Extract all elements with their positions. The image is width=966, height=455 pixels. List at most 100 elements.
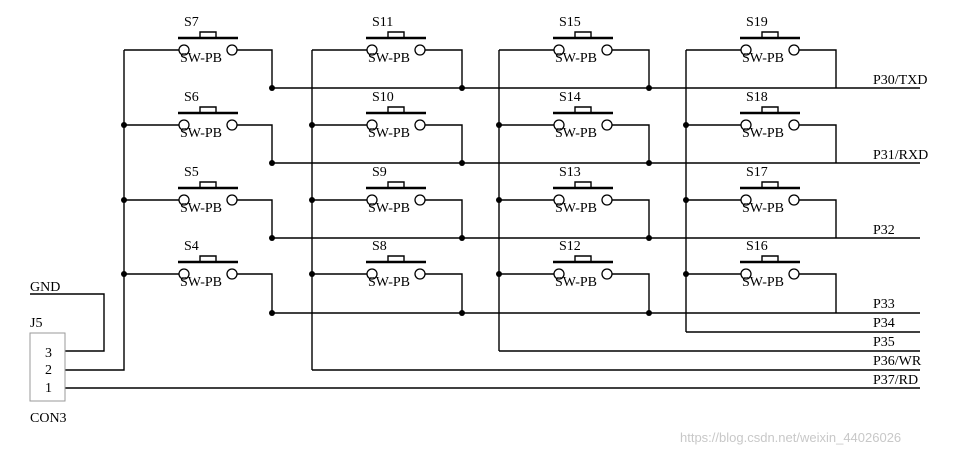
junction-col-s4 xyxy=(121,271,127,277)
switch-contact-right xyxy=(601,268,613,280)
switch-contact-left xyxy=(740,268,752,280)
junction-col-s5 xyxy=(121,197,127,203)
switch-ref-label: S7 xyxy=(184,15,199,30)
switch-contact-right xyxy=(788,44,800,56)
switch-cap xyxy=(387,31,405,38)
switch-value-label: SW-PB xyxy=(555,126,597,141)
switch-lead-right-s15 xyxy=(612,49,650,88)
switch-ref-label: S12 xyxy=(559,239,581,254)
switch-ref-label: S9 xyxy=(372,165,387,180)
switch-cap xyxy=(761,181,779,188)
switch-ref-label: S16 xyxy=(746,239,768,254)
junction-col-s13 xyxy=(496,197,502,203)
connector-value: CON3 xyxy=(30,411,67,426)
switch-value-label: SW-PB xyxy=(555,51,597,66)
junction-row-s7 xyxy=(269,85,275,91)
switch-contact-right xyxy=(788,194,800,206)
junction-col-s16 xyxy=(683,271,689,277)
switch-cap xyxy=(199,255,217,262)
switch-ref-label: S8 xyxy=(372,239,387,254)
junction-row-s12 xyxy=(646,310,652,316)
switch-contact-left xyxy=(178,268,190,280)
switch-contact-right xyxy=(601,119,613,131)
switch-lead-right-s6 xyxy=(237,124,273,163)
junction-col-s9 xyxy=(309,197,315,203)
net-label-p37: P37/RD xyxy=(873,373,918,388)
net-label-p31: P31/RXD xyxy=(873,148,928,163)
junction-col-s12 xyxy=(496,271,502,277)
net-label-p34: P34 xyxy=(873,316,895,331)
switch-contact-right xyxy=(226,194,238,206)
switch-contact-left xyxy=(553,194,565,206)
switch-value-label: SW-PB xyxy=(742,126,784,141)
net-label-p33: P33 xyxy=(873,297,895,312)
junction-col-s14 xyxy=(496,122,502,128)
net-labels: P30/TXD P31/RXD P32 P33 P34 P35 P36/WR P… xyxy=(873,73,928,388)
switch-cap xyxy=(199,106,217,113)
junction-col-s10 xyxy=(309,122,315,128)
junction-row-s14 xyxy=(646,160,652,166)
switch-value-label: SW-PB xyxy=(742,51,784,66)
gnd-wire xyxy=(30,293,105,352)
wires xyxy=(30,49,920,389)
switches: S7SW-PBS11SW-PBS15SW-PBS19SW-PBS6SW-PBS1… xyxy=(178,15,800,290)
switch-lead-right-s16 xyxy=(799,273,837,313)
switch-cap xyxy=(574,106,592,113)
junction-row-s5 xyxy=(269,235,275,241)
switch-value-label: SW-PB xyxy=(368,126,410,141)
switch-value-label: SW-PB xyxy=(555,201,597,216)
switch-contact-right xyxy=(601,194,613,206)
switch-cap xyxy=(387,255,405,262)
switch-contact-left xyxy=(553,268,565,280)
switch-cap xyxy=(761,255,779,262)
switch-cap xyxy=(387,181,405,188)
switch-value-label: SW-PB xyxy=(180,201,222,216)
switch-contact-left xyxy=(553,119,565,131)
switch-value-label: SW-PB xyxy=(180,275,222,290)
switch-cap xyxy=(574,31,592,38)
switch-ref-label: S5 xyxy=(184,165,199,180)
connector-pin-2: 2 xyxy=(45,363,52,378)
switch-contact-right xyxy=(788,268,800,280)
connector-ref: J5 xyxy=(30,316,42,331)
switch-lead-right-s10 xyxy=(425,124,463,163)
switch-contact-left xyxy=(553,44,565,56)
switch-value-label: SW-PB xyxy=(180,51,222,66)
switch-value-label: SW-PB xyxy=(742,275,784,290)
junction-row-s10 xyxy=(459,160,465,166)
switch-contact-left xyxy=(366,268,378,280)
switch-cap xyxy=(199,181,217,188)
net-label-p36: P36/WR xyxy=(873,354,922,369)
switch-contact-left xyxy=(366,44,378,56)
switch-ref-label: S19 xyxy=(746,15,768,30)
switch-lead-right-s4 xyxy=(237,273,273,313)
switch-ref-label: S6 xyxy=(184,90,199,105)
switch-lead-right-s8 xyxy=(425,273,463,313)
net-label-p35: P35 xyxy=(873,335,895,350)
switch-ref-label: S17 xyxy=(746,165,768,180)
switch-lead-right-s17 xyxy=(799,199,837,238)
switch-contact-left xyxy=(178,119,190,131)
switch-value-label: SW-PB xyxy=(368,51,410,66)
switch-ref-label: S15 xyxy=(559,15,581,30)
switch-contact-left xyxy=(178,194,190,206)
switch-contact-right xyxy=(601,44,613,56)
gnd-net-label: GND xyxy=(30,280,60,295)
switch-cap xyxy=(761,106,779,113)
switch-cap xyxy=(199,31,217,38)
junction-row-s8 xyxy=(459,310,465,316)
connector-pin-1: 1 xyxy=(45,381,52,396)
switch-contact-right xyxy=(788,119,800,131)
connector-pin-3: 3 xyxy=(45,346,52,361)
switch-ref-label: S18 xyxy=(746,90,768,105)
switch-contact-left xyxy=(178,44,190,56)
